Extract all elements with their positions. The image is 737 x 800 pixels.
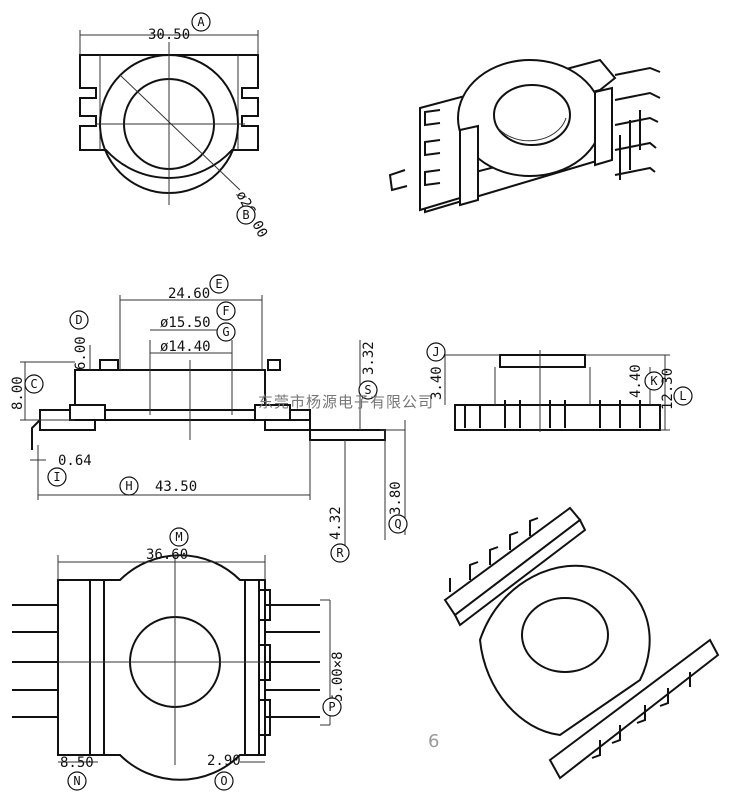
dim-L-value: 12.30 xyxy=(660,368,676,410)
svg-text:A: A xyxy=(197,15,205,29)
dim-F-value: ø15.50 xyxy=(160,315,211,331)
svg-text:G: G xyxy=(222,325,229,339)
dim-N-value: 8.50 xyxy=(60,755,94,771)
dim-S-value: 3.32 xyxy=(361,341,377,375)
label-C: C xyxy=(24,374,44,394)
dim-D-value: 6.00 xyxy=(73,336,89,370)
top-view xyxy=(79,30,259,205)
svg-text:N: N xyxy=(73,774,80,788)
bottom-view xyxy=(12,554,331,781)
label-P: P xyxy=(322,697,342,717)
svg-text:H: H xyxy=(125,479,132,493)
svg-text:F: F xyxy=(222,304,229,318)
dim-E-value: 24.60 xyxy=(168,286,210,302)
svg-text:Q: Q xyxy=(394,517,401,531)
label-E: E xyxy=(209,274,229,294)
front-view xyxy=(440,350,670,432)
label-S: S xyxy=(358,380,378,400)
label-M: M xyxy=(169,527,189,547)
page-number: 6 xyxy=(428,731,439,752)
dim-C-value: 8.00 xyxy=(10,376,26,410)
label-J: J xyxy=(426,342,446,362)
dim-O-value: 2.90 xyxy=(207,753,241,769)
svg-text:P: P xyxy=(328,700,335,714)
dim-H-value: 43.50 xyxy=(155,479,197,495)
dim-K-value: 4.40 xyxy=(628,364,644,398)
dim-A-value: 30.50 xyxy=(148,27,190,43)
isometric-view-bottom xyxy=(443,506,720,780)
svg-text:K: K xyxy=(650,374,658,388)
svg-text:R: R xyxy=(336,546,344,560)
svg-text:L: L xyxy=(679,389,686,403)
dim-Q-value: 3.80 xyxy=(388,481,404,515)
svg-text:E: E xyxy=(215,277,222,291)
svg-text:B: B xyxy=(242,208,249,222)
label-L: L xyxy=(673,386,693,406)
label-Q: Q xyxy=(388,514,408,534)
label-A: A xyxy=(191,12,211,32)
dim-J-value: 3.40 xyxy=(429,366,445,400)
isometric-view-top xyxy=(388,58,661,214)
svg-text:M: M xyxy=(175,530,182,544)
svg-text:O: O xyxy=(220,774,227,788)
label-I: I xyxy=(47,467,67,487)
svg-text:J: J xyxy=(432,345,439,359)
label-R: R xyxy=(330,543,350,563)
label-H: H xyxy=(119,476,139,496)
dim-G-value: ø14.40 xyxy=(160,339,211,355)
watermark: 东莞市杨源电子有限公司 xyxy=(258,393,434,411)
dim-R-value: 4.32 xyxy=(328,506,344,540)
label-F: F xyxy=(216,301,236,321)
svg-text:I: I xyxy=(53,470,60,484)
dim-M-value: 36.60 xyxy=(146,547,188,563)
label-D: D xyxy=(69,310,89,330)
svg-text:C: C xyxy=(30,377,37,391)
dim-I-value: 0.64 xyxy=(58,453,92,469)
label-B: B xyxy=(236,205,256,225)
label-G: G xyxy=(216,322,236,342)
label-K: K xyxy=(644,371,664,391)
label-N: N xyxy=(67,771,87,791)
svg-text:S: S xyxy=(364,383,371,397)
label-O: O xyxy=(214,771,234,791)
dim-P-value: 5.00×8 xyxy=(330,651,346,702)
side-view xyxy=(20,295,406,560)
svg-text:D: D xyxy=(75,313,82,327)
